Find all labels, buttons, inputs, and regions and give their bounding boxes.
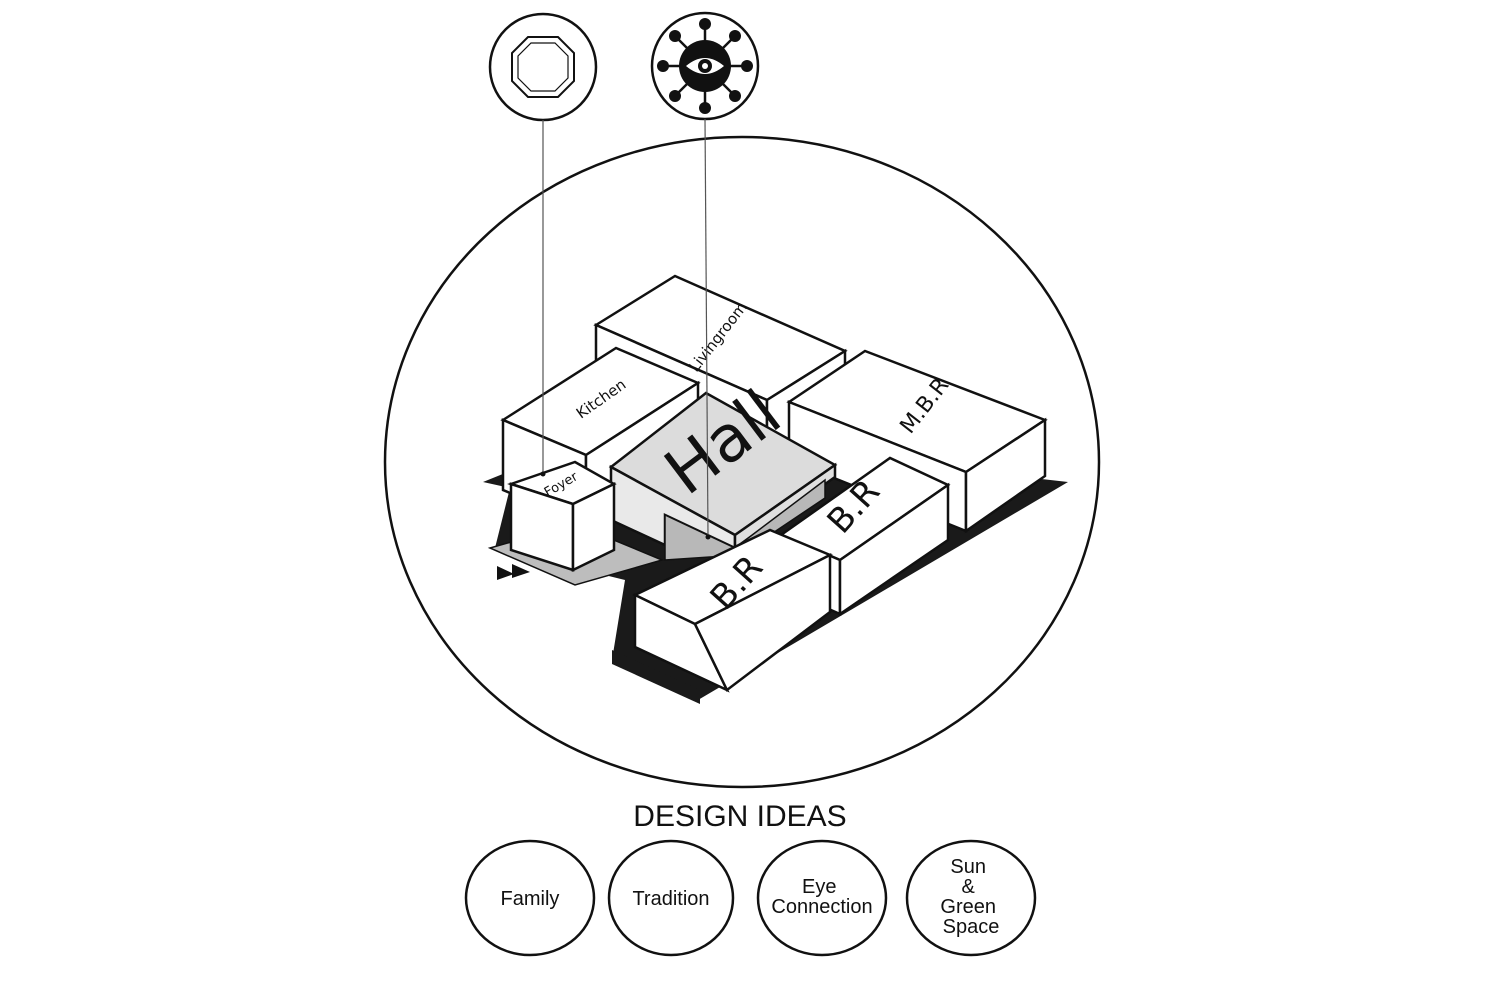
idea-label: Eye Connection	[771, 876, 872, 918]
br-front-box: B.R	[632, 528, 833, 693]
idea-line: Sun	[950, 856, 986, 878]
idea-label: Sun & Green Space	[940, 856, 1001, 938]
octagon-icon	[488, 12, 598, 122]
design-ideas-title: DESIGN IDEAS	[633, 800, 846, 833]
idea-line: Space	[943, 916, 1000, 938]
foyer-box: Foyer	[507, 460, 617, 573]
idea-line: &	[962, 876, 976, 898]
leader-lines	[542, 118, 709, 537]
hall-marker	[705, 534, 711, 540]
idea-label: Tradition	[632, 888, 709, 910]
idea-label: Family	[501, 888, 560, 910]
idea-line: Connection	[771, 896, 872, 918]
br-right-box: B.R	[778, 456, 951, 617]
idea-family: Family	[464, 839, 596, 957]
double-arrow-icon	[497, 564, 530, 580]
idea-line: Tradition	[632, 888, 709, 910]
eye-network-icon	[650, 11, 760, 121]
idea-sun-green-space: Sun & Green Space	[905, 839, 1037, 957]
idea-eye-connection: Eye Connection	[756, 839, 888, 957]
foyer-marker	[540, 471, 546, 477]
idea-line: Green	[940, 896, 996, 918]
idea-line: Family	[501, 888, 560, 910]
idea-tradition: Tradition	[607, 839, 735, 957]
idea-line: Eye	[802, 876, 836, 898]
